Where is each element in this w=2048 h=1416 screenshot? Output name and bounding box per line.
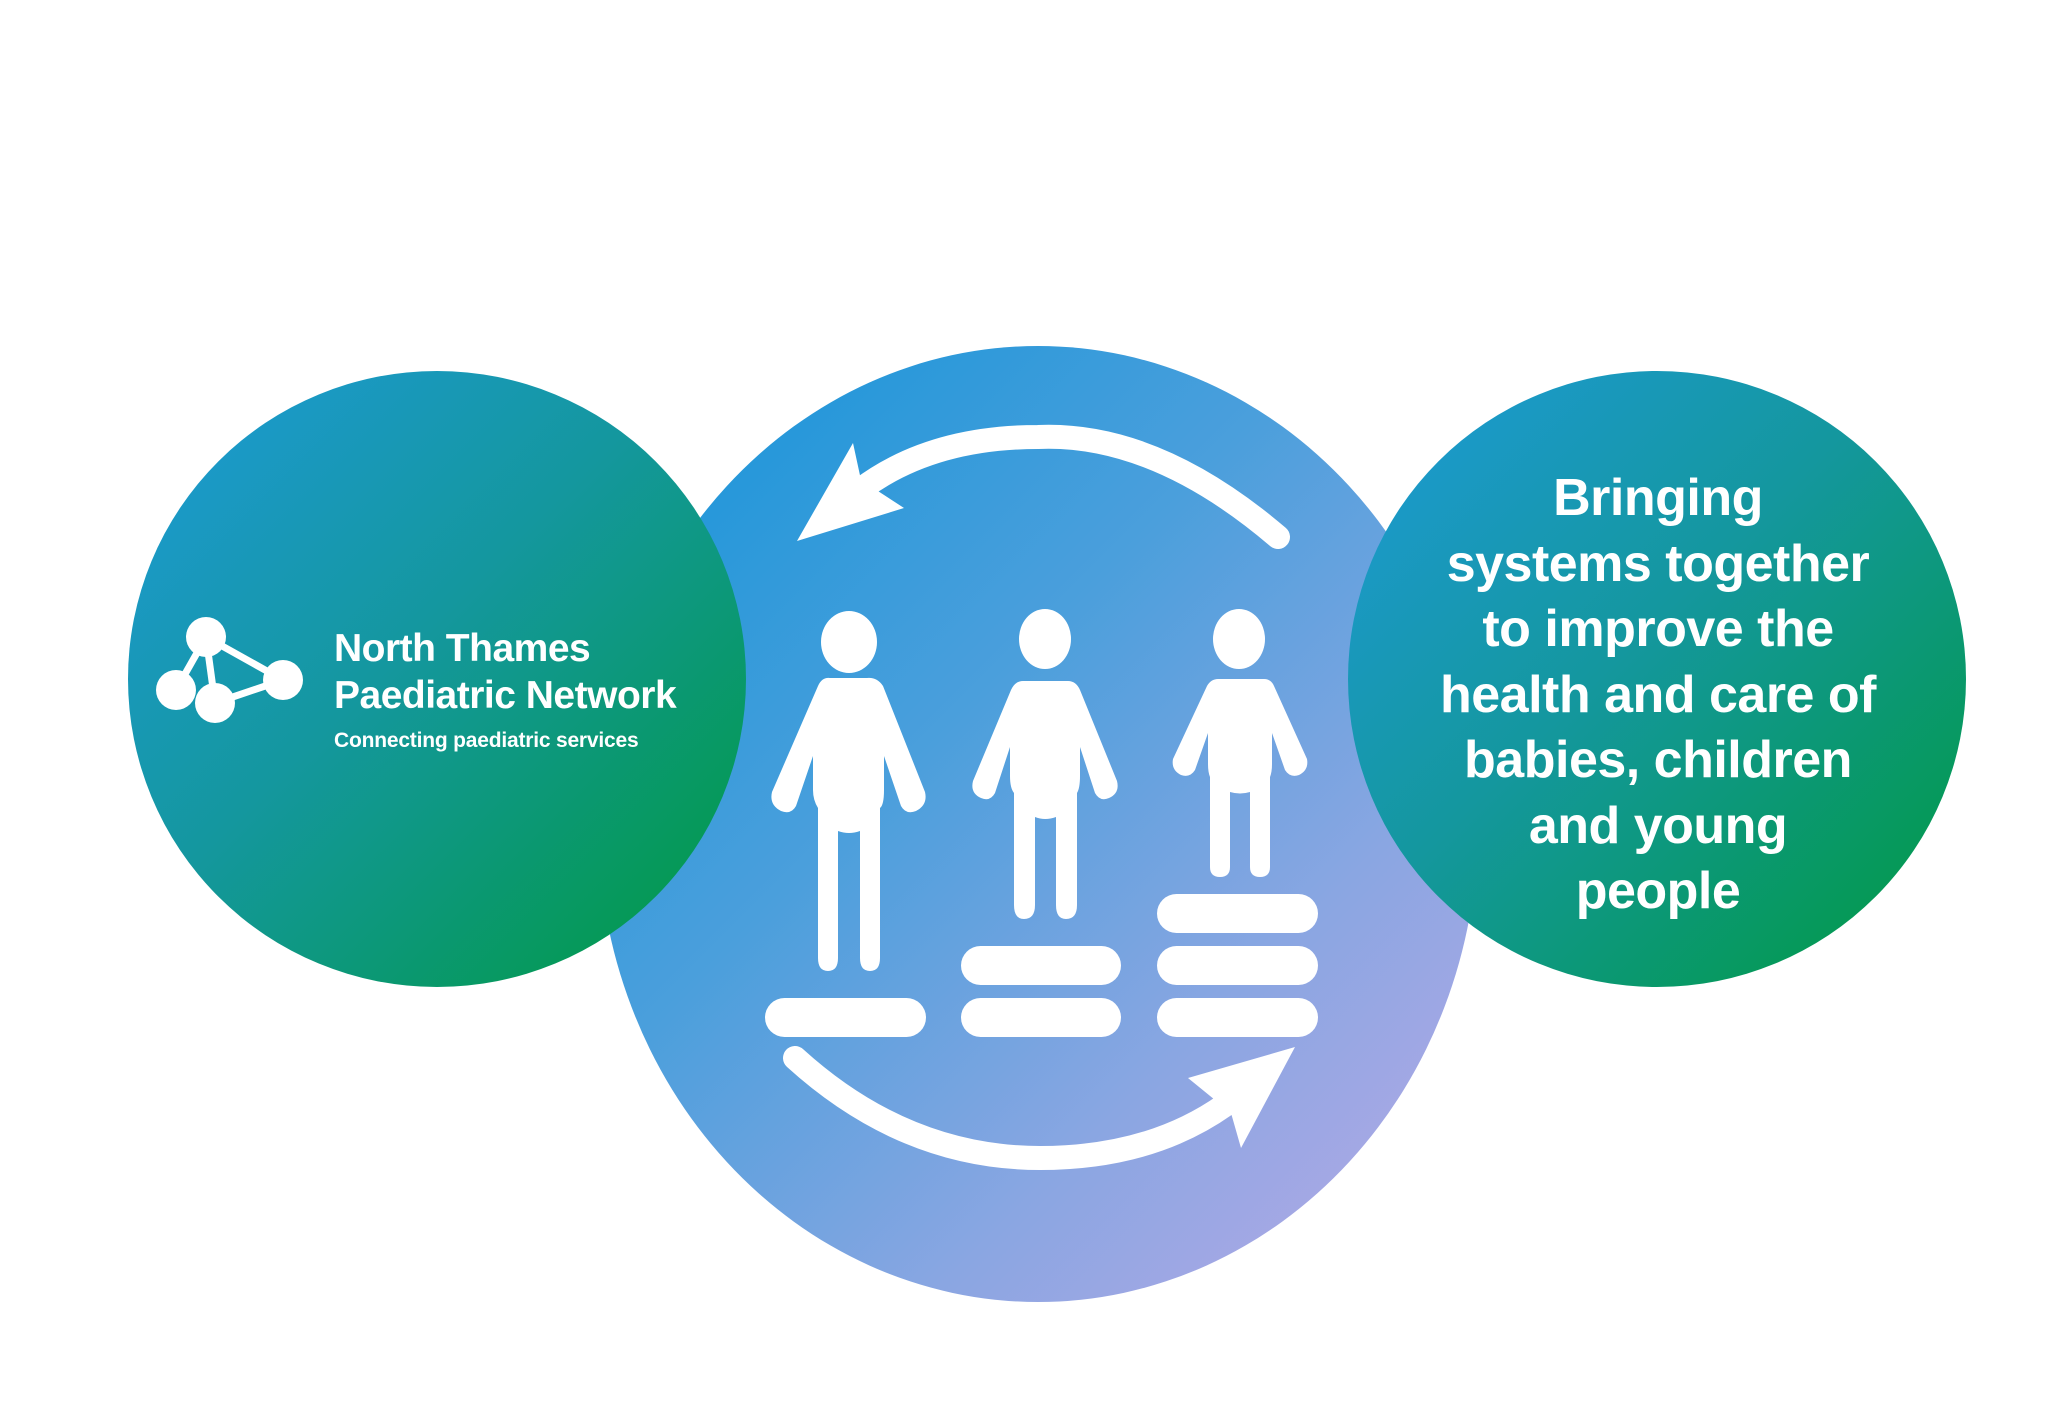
org-name-line1: North Thames: [334, 627, 591, 670]
mission-line: and young: [1528, 796, 1788, 855]
mission-line: people: [1575, 862, 1741, 920]
mission-circle: [1348, 371, 1966, 987]
mission-statement: Bringing systems together to improve the…: [1378, 466, 1938, 925]
org-name-line2: Paediatric Network: [334, 674, 677, 717]
equity-circle: [598, 346, 1478, 1302]
mission-line: systems together: [1446, 534, 1870, 593]
mission-line: health and care of: [1440, 665, 1877, 724]
mission-line: babies, children: [1464, 731, 1852, 789]
mission-line: Bringing: [1553, 469, 1763, 527]
network-nodes-icon: [156, 617, 303, 723]
mission-line: to improve the: [1482, 600, 1834, 658]
logo-circle: [128, 371, 746, 987]
org-tagline: Connecting paediatric services: [334, 729, 639, 752]
